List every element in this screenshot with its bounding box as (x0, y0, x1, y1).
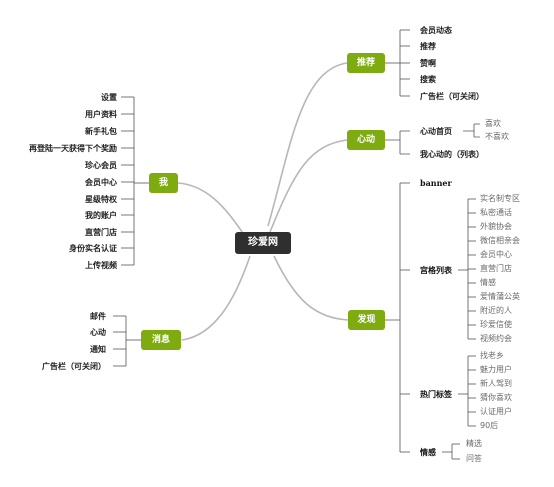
xindong-sub-item: 不喜欢 (485, 132, 509, 141)
node-faxian: 发现 (348, 310, 385, 330)
tags-item: 认证用户 (480, 407, 512, 416)
wo-item: 珍心会员 (85, 160, 117, 170)
grid-item: 情感 (480, 278, 496, 287)
node-xindong: 心动 (347, 130, 385, 150)
xiaoxi-item: 广告栏（可关闭） (42, 361, 106, 371)
wo-item: 设置 (101, 92, 117, 102)
wo-item: 直营门店 (85, 227, 117, 237)
faxian-link (385, 183, 401, 452)
wo-item: 上传视频 (85, 260, 117, 270)
xindong-link (385, 131, 401, 154)
xindong-sub-item: 喜欢 (485, 119, 501, 128)
grid-item: 实名制专区 (480, 194, 520, 203)
xindong-sub-link (463, 123, 480, 138)
wo-item: 身份实名认证 (69, 243, 117, 253)
curve-xindong (269, 139, 348, 233)
xindong-item: 心动首页 (420, 126, 452, 136)
root-node: 珍爱网 (235, 232, 291, 254)
emotion-item: 精选 (466, 439, 482, 448)
tags-item: 找老乡 (480, 351, 504, 360)
tuijian-item: 会员动态 (420, 25, 452, 35)
grid-item: 微信相亲会 (480, 236, 520, 245)
curve-xiaoxi (181, 255, 251, 341)
xindong-stub (400, 130, 410, 155)
wo-item: 用户资料 (85, 109, 117, 119)
node-xiaoxi: 消息 (141, 330, 181, 350)
grid-item: 外貌协会 (480, 222, 512, 231)
wo-item: 我的账户 (85, 210, 117, 220)
curve-tuijian (267, 62, 348, 227)
wo-item: 星级特权 (85, 194, 117, 204)
tags-item: 魅力用户 (480, 365, 512, 374)
xiaoxi-item: 邮件 (90, 311, 106, 321)
grid-item: 爱情蒲公英 (480, 292, 520, 301)
node-tuijian: 推荐 (347, 53, 385, 73)
tags-item: 新人驾到 (480, 379, 512, 388)
tuijian-item: 广告栏（可关闭） (420, 91, 484, 101)
tuijian-item: 赞啊 (420, 58, 436, 68)
xiaoxi-item: 心动 (90, 327, 106, 337)
grid-item: 私密通话 (480, 208, 512, 217)
curve-wo (177, 182, 247, 239)
wo-item: 再登陆一天获得下个奖励 (29, 143, 117, 153)
grid-item: 视频约会 (480, 334, 512, 343)
faxian-item: banner (420, 178, 452, 188)
wo-item: 新手礼包 (85, 126, 117, 136)
grid-item: 直营门店 (480, 264, 512, 273)
grid-item: 珍爱信使 (480, 320, 512, 329)
grid-item: 会员中心 (480, 250, 512, 259)
curve-faxian (273, 255, 349, 321)
tags-item: 猜你喜欢 (480, 393, 512, 402)
faxian-item: 情感 (420, 447, 436, 457)
tuijian-item: 搜索 (420, 74, 436, 84)
grid-item: 附近的人 (480, 306, 512, 315)
tags-item: 90后 (480, 421, 499, 430)
xindong-item: 我心动的（列表） (420, 149, 484, 159)
wo-item: 会员中心 (85, 177, 117, 187)
xiaoxi-item: 通知 (90, 344, 106, 354)
node-wo: 我 (149, 173, 178, 193)
faxian-item: 热门标签 (420, 389, 452, 399)
emotion-item: 问答 (466, 454, 482, 463)
faxian-item: 宫格列表 (420, 265, 452, 275)
tuijian-item: 推荐 (420, 41, 436, 51)
